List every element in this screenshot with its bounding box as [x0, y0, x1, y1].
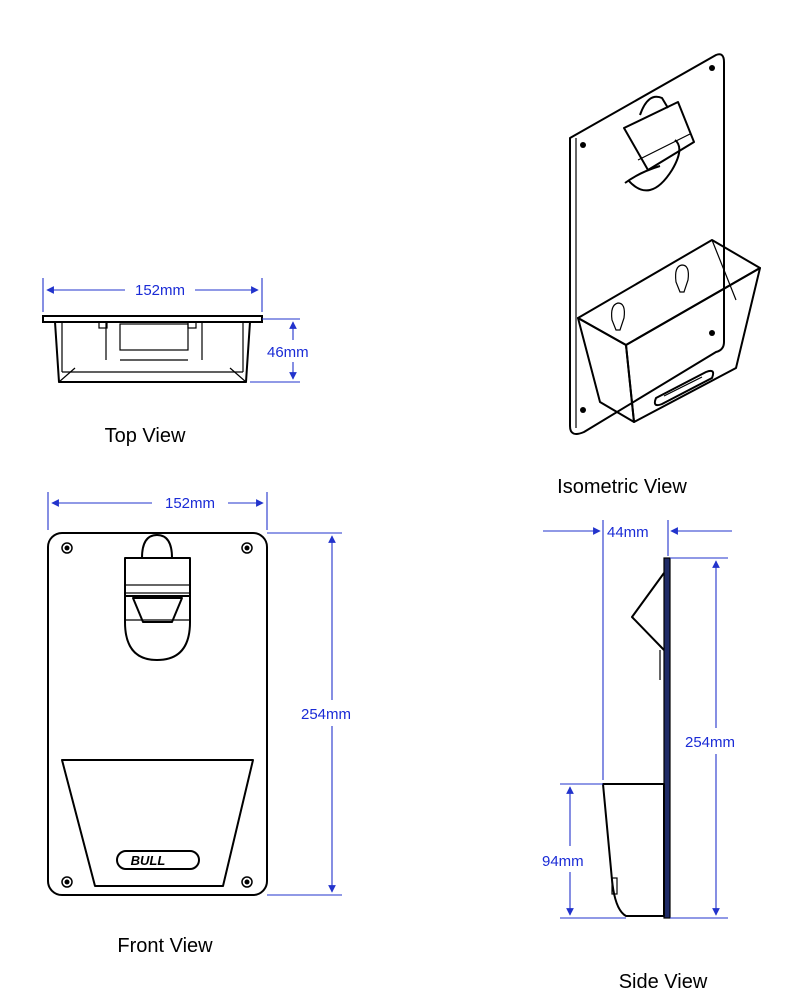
iso-opener-top	[639, 95, 669, 116]
iso-screw-hole-4	[709, 330, 715, 336]
iso-screw-hole-2	[709, 65, 715, 71]
iso-box-side	[577, 317, 635, 423]
iso-screw-hole-3	[580, 407, 586, 413]
front-opener-jaw	[132, 597, 183, 623]
front-plate	[47, 532, 268, 896]
front-view: 152mm BULL 254mm Front View	[47, 492, 351, 957]
iso-logo-badge	[653, 369, 715, 407]
side-plate	[663, 557, 671, 919]
side-box-profile	[602, 783, 665, 917]
top-view-caption: Top View	[105, 425, 186, 447]
front-height-label: 254mm	[301, 706, 351, 723]
iso-logo-mark	[663, 376, 703, 397]
isometric-view: Isometric View	[557, 53, 761, 498]
top-view: 152mm 46mm Top View	[42, 278, 309, 447]
front-screw-hole-top-right-dot	[244, 545, 250, 551]
top-box-outline	[54, 321, 251, 383]
top-tab-left	[98, 321, 108, 329]
front-opener-lip	[124, 584, 191, 594]
iso-plate	[569, 53, 725, 435]
front-logo-badge	[116, 850, 200, 870]
top-box-corner-left	[58, 367, 76, 383]
top-depth-label: 46mm	[267, 344, 309, 361]
side-view-caption: Side View	[619, 971, 708, 993]
front-view-caption: Front View	[117, 935, 213, 957]
iso-box-front	[625, 267, 761, 423]
iso-screw-hole-1	[580, 142, 586, 148]
side-view: 44mm 254mm 94mm Side View	[542, 520, 735, 993]
isometric-view-caption: Isometric View	[557, 476, 687, 498]
iso-box-inner-edge	[711, 239, 737, 301]
front-width-label: 152mm	[165, 495, 215, 512]
front-screw-hole-bottom-left-dot	[64, 879, 70, 885]
top-box-corner-right	[229, 367, 247, 383]
front-opener-top-lobe	[141, 534, 173, 559]
top-bracket	[119, 323, 189, 351]
side-depth-label: 44mm	[607, 524, 649, 541]
front-opener-cap-upper	[124, 557, 191, 597]
front-screw-hole-top-left-dot	[64, 545, 70, 551]
side-height-label: 254mm	[685, 734, 735, 751]
front-catcher-edge-left	[61, 759, 96, 887]
iso-opener-disc	[627, 139, 681, 192]
iso-keyhole-right	[675, 264, 689, 293]
top-width-label: 152mm	[135, 282, 185, 299]
iso-opener-jaw	[624, 165, 661, 184]
side-opener-profile	[631, 572, 665, 651]
top-tab-right	[187, 321, 197, 329]
side-box-clip	[611, 877, 618, 895]
front-logo-text: BULL	[131, 853, 166, 868]
side-box-height-label: 94mm	[542, 853, 584, 870]
front-opener-disc	[124, 596, 191, 661]
iso-keyhole-left	[611, 302, 625, 331]
front-screw-hole-bottom-right-dot	[244, 879, 250, 885]
iso-opener-lip	[637, 133, 691, 161]
iso-opener-cap	[623, 101, 695, 171]
